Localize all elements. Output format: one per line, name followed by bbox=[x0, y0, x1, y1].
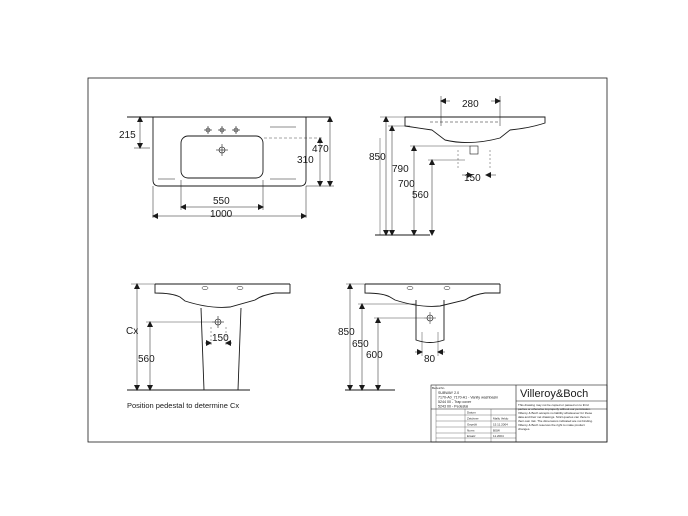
disclaimer-line-7: changes. bbox=[518, 427, 530, 431]
top-view bbox=[127, 116, 334, 219]
disclaimer-line-2: parties or otherwise improperly without … bbox=[518, 407, 591, 411]
dim-550: 550 bbox=[213, 196, 230, 207]
pedestal-section bbox=[415, 300, 445, 343]
title-line-2: 5244 00 - Trap cover bbox=[438, 400, 472, 404]
dim-cx: Cx bbox=[126, 326, 138, 337]
basin-bowl bbox=[180, 135, 264, 179]
basin-outline bbox=[152, 117, 307, 187]
dim-650: 650 bbox=[352, 339, 369, 350]
dim-560-front: 560 bbox=[138, 354, 155, 365]
row-label: Norm bbox=[467, 429, 475, 433]
basin-profile bbox=[404, 116, 546, 143]
dim-80: 80 bbox=[424, 354, 436, 365]
dim-560-side: 560 bbox=[412, 190, 429, 201]
dim-850-section: 850 bbox=[338, 327, 355, 338]
dim-700: 700 bbox=[398, 179, 415, 190]
row-value: 15.11.2004 bbox=[493, 423, 508, 427]
dim-280: 280 bbox=[462, 99, 479, 110]
row-label: Geprüft bbox=[467, 423, 477, 427]
row-value: 11.2004 bbox=[493, 434, 504, 438]
title-product: SUBWAY 2.0 bbox=[438, 391, 459, 395]
drawing-frame bbox=[87, 77, 608, 443]
dim-600: 600 bbox=[366, 350, 383, 361]
basin-section-outline bbox=[364, 284, 501, 307]
trap-outlet bbox=[212, 316, 224, 328]
title-block bbox=[430, 384, 608, 443]
dim-850-side: 850 bbox=[369, 152, 386, 163]
brand-logo: Villeroy&Boch bbox=[520, 388, 588, 400]
dim-470: 470 bbox=[312, 144, 329, 155]
dim-150-front: 150 bbox=[212, 333, 229, 344]
dim-790: 790 bbox=[392, 164, 409, 175]
disclaimer-line-3: Villeroy & Boch accepts no liability wha… bbox=[518, 411, 592, 415]
dim-215: 215 bbox=[119, 130, 136, 141]
side-view bbox=[375, 96, 546, 236]
title-line-1: 7170-A0_7170-A1 - Vanity washbasin bbox=[438, 396, 498, 400]
row-label: Datum bbox=[467, 411, 476, 415]
row-value: Mally Veldo bbox=[493, 417, 509, 421]
basin-front-outline bbox=[154, 284, 291, 308]
section-view bbox=[345, 283, 501, 391]
row-value: BSW bbox=[493, 429, 500, 433]
tap-holes bbox=[204, 126, 240, 134]
disclaimer-line-5: their own risk. The dimensions indicated… bbox=[518, 419, 593, 423]
pedestal-outline bbox=[200, 307, 242, 391]
row-label: Ersatz bbox=[467, 434, 476, 438]
dim-310: 310 bbox=[297, 155, 314, 166]
disclaimer-line-4: data and their net drawings. Strict quer… bbox=[518, 415, 590, 419]
dim-150-side: 150 bbox=[464, 173, 481, 184]
drain-symbol bbox=[216, 144, 228, 156]
dim-1000: 1000 bbox=[210, 209, 233, 220]
pedestal-position-note: Position pedestal to determine Cx bbox=[127, 401, 239, 410]
front-view bbox=[127, 283, 291, 391]
row-label: Zeichner bbox=[467, 417, 479, 421]
title-label: Bezeichn. bbox=[432, 386, 445, 390]
disclaimer-line-1: This drawing may not be copied or passed… bbox=[518, 403, 589, 407]
title-line-3: 5243 00 - Pedestal bbox=[438, 405, 468, 409]
disclaimer-line-6: Villeroy & Boch reserves the right to ma… bbox=[518, 423, 585, 427]
